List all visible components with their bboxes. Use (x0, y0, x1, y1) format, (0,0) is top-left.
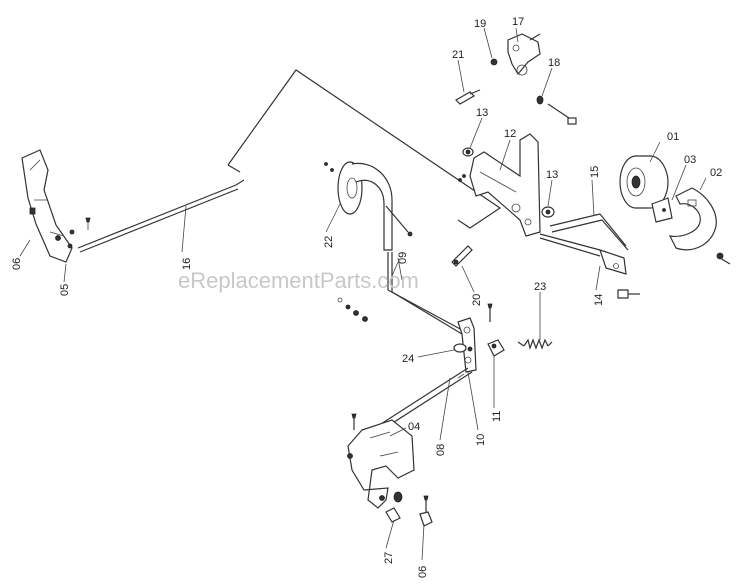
callout-04: 04 (408, 421, 420, 433)
washers-09 (337, 297, 368, 322)
bracket-05 (21, 149, 91, 263)
callout-13-top: 13 (476, 107, 488, 119)
callout-14: 14 (593, 294, 605, 306)
callout-21: 21 (452, 49, 464, 61)
band-02 (668, 187, 731, 265)
callout-11: 11 (491, 411, 503, 422)
pin-20 (451, 245, 473, 267)
callout-08: 08 (435, 444, 447, 456)
bolt-06-bottom (419, 495, 433, 527)
callout-02: 02 (710, 167, 722, 179)
callout-15: 15 (589, 166, 601, 178)
pulley-22 (324, 161, 413, 251)
callout-09: 09 (397, 252, 409, 264)
callout-05: 05 (59, 284, 71, 296)
nut-19 (490, 58, 498, 66)
callout-20: 20 (471, 294, 483, 306)
callout-10: 10 (475, 434, 487, 446)
callout-01: 01 (667, 131, 679, 143)
spring-23 (517, 338, 553, 351)
nut-27 (385, 491, 403, 523)
callout-22: 22 (323, 236, 335, 248)
callout-16: 16 (181, 258, 193, 270)
plate-14 (599, 249, 627, 275)
bushing-24 (453, 343, 473, 353)
bolt-11 (487, 339, 505, 357)
bushing-13b (541, 206, 555, 218)
pad-03 (651, 197, 673, 223)
callout-24: 24 (402, 353, 414, 365)
callout-13-right: 13 (546, 169, 558, 181)
bracket-12 (458, 133, 541, 237)
callout-19: 19 (474, 18, 486, 30)
callout-labels: 01 02 03 04 05 06 06 08 09 10 11 12 13 1… (11, 16, 722, 578)
callout-12: 12 (504, 128, 516, 140)
callout-06-left: 06 (11, 258, 23, 270)
drum-01 (619, 155, 669, 209)
bushing-13a (462, 147, 474, 157)
callout-03: 03 (684, 154, 696, 166)
callout-17: 17 (512, 16, 524, 28)
shaft-15 (539, 213, 629, 257)
lever-10 (457, 303, 493, 373)
frame-edge (227, 164, 241, 173)
bracket-04 (347, 413, 415, 509)
callout-18: 18 (548, 57, 560, 69)
bolt-14 (617, 289, 640, 299)
bolt-18 (536, 95, 577, 125)
callout-06-bottom: 06 (417, 566, 429, 578)
leader-lines (19, 27, 707, 561)
callout-23: 23 (534, 281, 546, 293)
pin-21 (455, 89, 481, 105)
callout-27: 27 (383, 552, 395, 564)
rod-09 (387, 252, 463, 335)
linkage-17 (507, 33, 541, 76)
frame-outline (227, 69, 502, 229)
watermark-text: eReplacementParts.com (178, 268, 419, 293)
rod-16 (77, 179, 245, 253)
